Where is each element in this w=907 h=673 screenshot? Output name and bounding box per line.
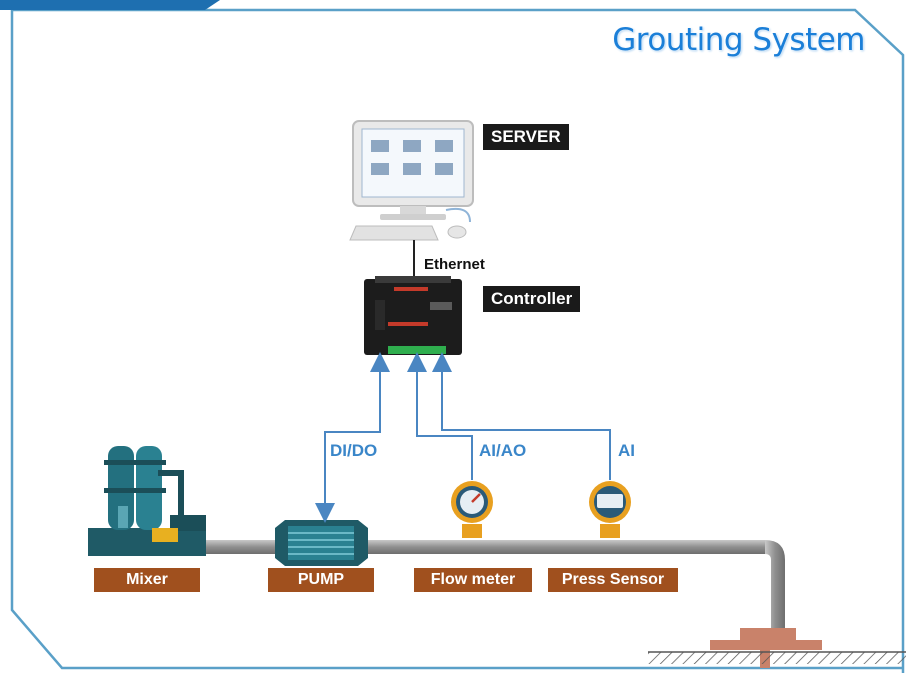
flow-signal-label: AI/AO (479, 441, 527, 460)
pump-icon (275, 520, 368, 566)
page-title: Grouting System (612, 22, 865, 58)
controller-icon (364, 276, 462, 355)
flow-meter-label: Flow meter (414, 568, 532, 592)
press-signal-label: AI (618, 441, 635, 460)
mixer-label: Mixer (94, 568, 200, 592)
flow-signal-line (407, 352, 473, 480)
press-sensor-label: Press Sensor (548, 568, 678, 592)
press-signal-line (432, 352, 611, 480)
pump-label: PUMP (268, 568, 374, 592)
pump-signal-label: DI/DO (330, 441, 378, 460)
pump-signal-line (315, 364, 381, 523)
signal-lines (315, 352, 611, 523)
server-computer-icon (349, 120, 474, 241)
controller-label: Controller (483, 286, 581, 312)
mixer-icon (88, 446, 206, 556)
flow-meter-icon (451, 481, 493, 538)
ethernet-label: Ethernet (424, 256, 485, 273)
press-sensor-icon (589, 481, 631, 538)
server-label: SERVER (483, 124, 569, 150)
